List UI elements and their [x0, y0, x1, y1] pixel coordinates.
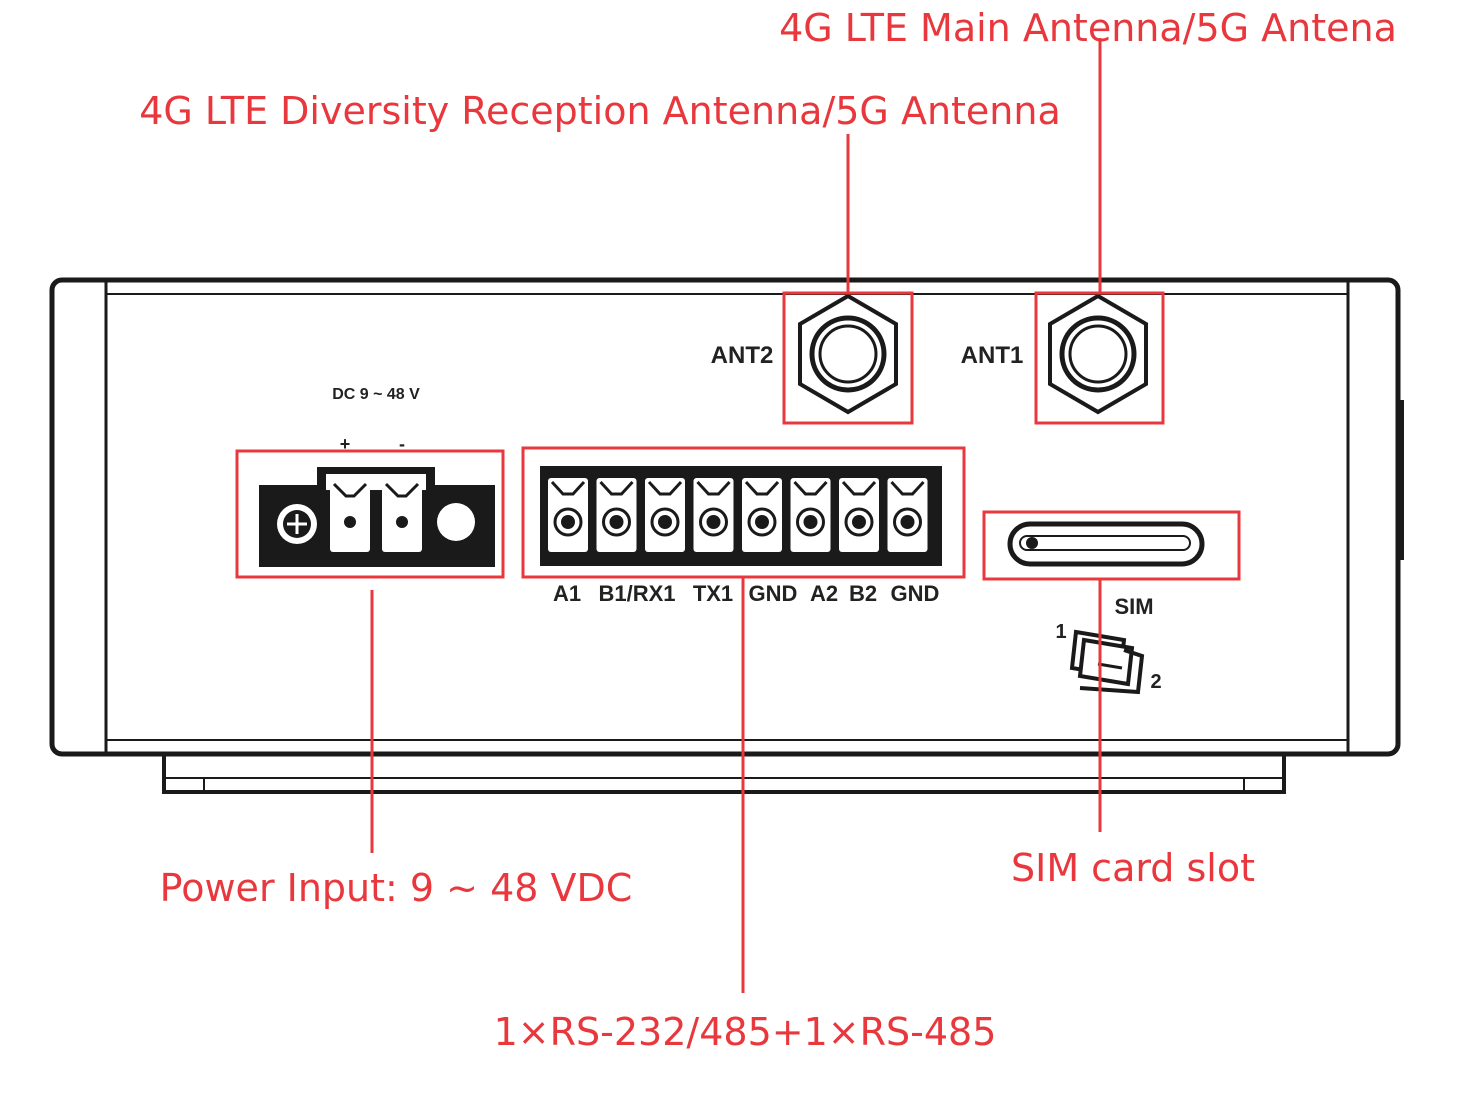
sim-highlight-box — [982, 510, 1241, 581]
sim-slot-outline — [1007, 521, 1205, 567]
serial-terminal-block — [540, 466, 942, 566]
power-highlight-box — [235, 449, 505, 579]
device-body — [49, 277, 1404, 794]
side-latch — [1396, 400, 1404, 560]
power-plus-label: + — [340, 434, 351, 454]
sim-orientation-2: 2 — [1150, 671, 1161, 693]
sim-orientation-1: 1 — [1055, 621, 1066, 643]
serial-ports-callout: 1×RS-232/485+1×RS-485 — [494, 1010, 997, 1054]
power-minus-label: - — [399, 434, 405, 454]
ant1-outer-ring — [1059, 315, 1137, 393]
serial-pin — [790, 478, 831, 552]
diversity-antenna-callout: 4G LTE Diversity Reception Antenna/5G An… — [139, 89, 1061, 133]
terminal-pin-label: B2 — [849, 581, 877, 606]
power-terminal-block — [259, 467, 495, 567]
sim-label: SIM — [1114, 594, 1153, 619]
sim-slot-callout: SIM card slot — [1011, 846, 1255, 890]
power-input-callout: Power Input: 9 ~ 48 VDC — [160, 866, 633, 910]
device-base-plate — [162, 754, 1286, 794]
terminal-pin-label: TX1 — [693, 581, 733, 606]
sim-orientation-icon — [1069, 629, 1145, 695]
ant2-label: ANT2 — [711, 342, 774, 369]
terminal-pin-label: B1/RX1 — [598, 581, 675, 606]
terminal-pin-label: A2 — [810, 581, 838, 606]
serial-pin — [693, 478, 734, 552]
sim-slot — [1007, 521, 1205, 567]
terminal-pin-label: GND — [749, 581, 798, 606]
serial-pin — [839, 478, 879, 552]
serial-pin — [645, 478, 685, 552]
terminal-pin-label: GND — [891, 581, 940, 606]
ant2-connector — [798, 293, 898, 415]
ant1-label: ANT1 — [961, 342, 1024, 369]
serial-pin — [596, 478, 637, 552]
power-mount-hole — [437, 503, 475, 541]
ant1-connector — [1048, 293, 1148, 415]
terminal-pin-label: A1 — [553, 581, 581, 606]
ant2-inner-ring — [818, 324, 878, 384]
serial-pin — [887, 478, 928, 552]
serial-pin — [548, 478, 588, 552]
dc-voltage-label: DC 9 ~ 48 V — [332, 386, 420, 403]
power-terminal-housing — [259, 467, 495, 567]
ant2-outer-ring — [809, 315, 887, 393]
main-antenna-callout: 4G LTE Main Antenna/5G Antena — [779, 6, 1397, 50]
ant1-inner-ring — [1068, 324, 1128, 384]
serial-pin — [742, 478, 782, 552]
serial-highlight-box — [521, 446, 966, 579]
